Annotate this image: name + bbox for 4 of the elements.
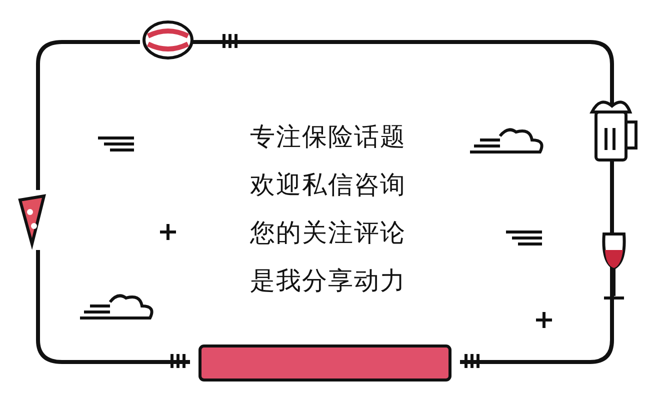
slogan-line: 欢迎私信咨询 [249, 169, 407, 201]
slogan-line: 您的关注评论 [249, 217, 407, 249]
slogan-line: 是我分享动力 [249, 265, 407, 297]
slogan-line: 专注保险话题 [249, 121, 407, 153]
